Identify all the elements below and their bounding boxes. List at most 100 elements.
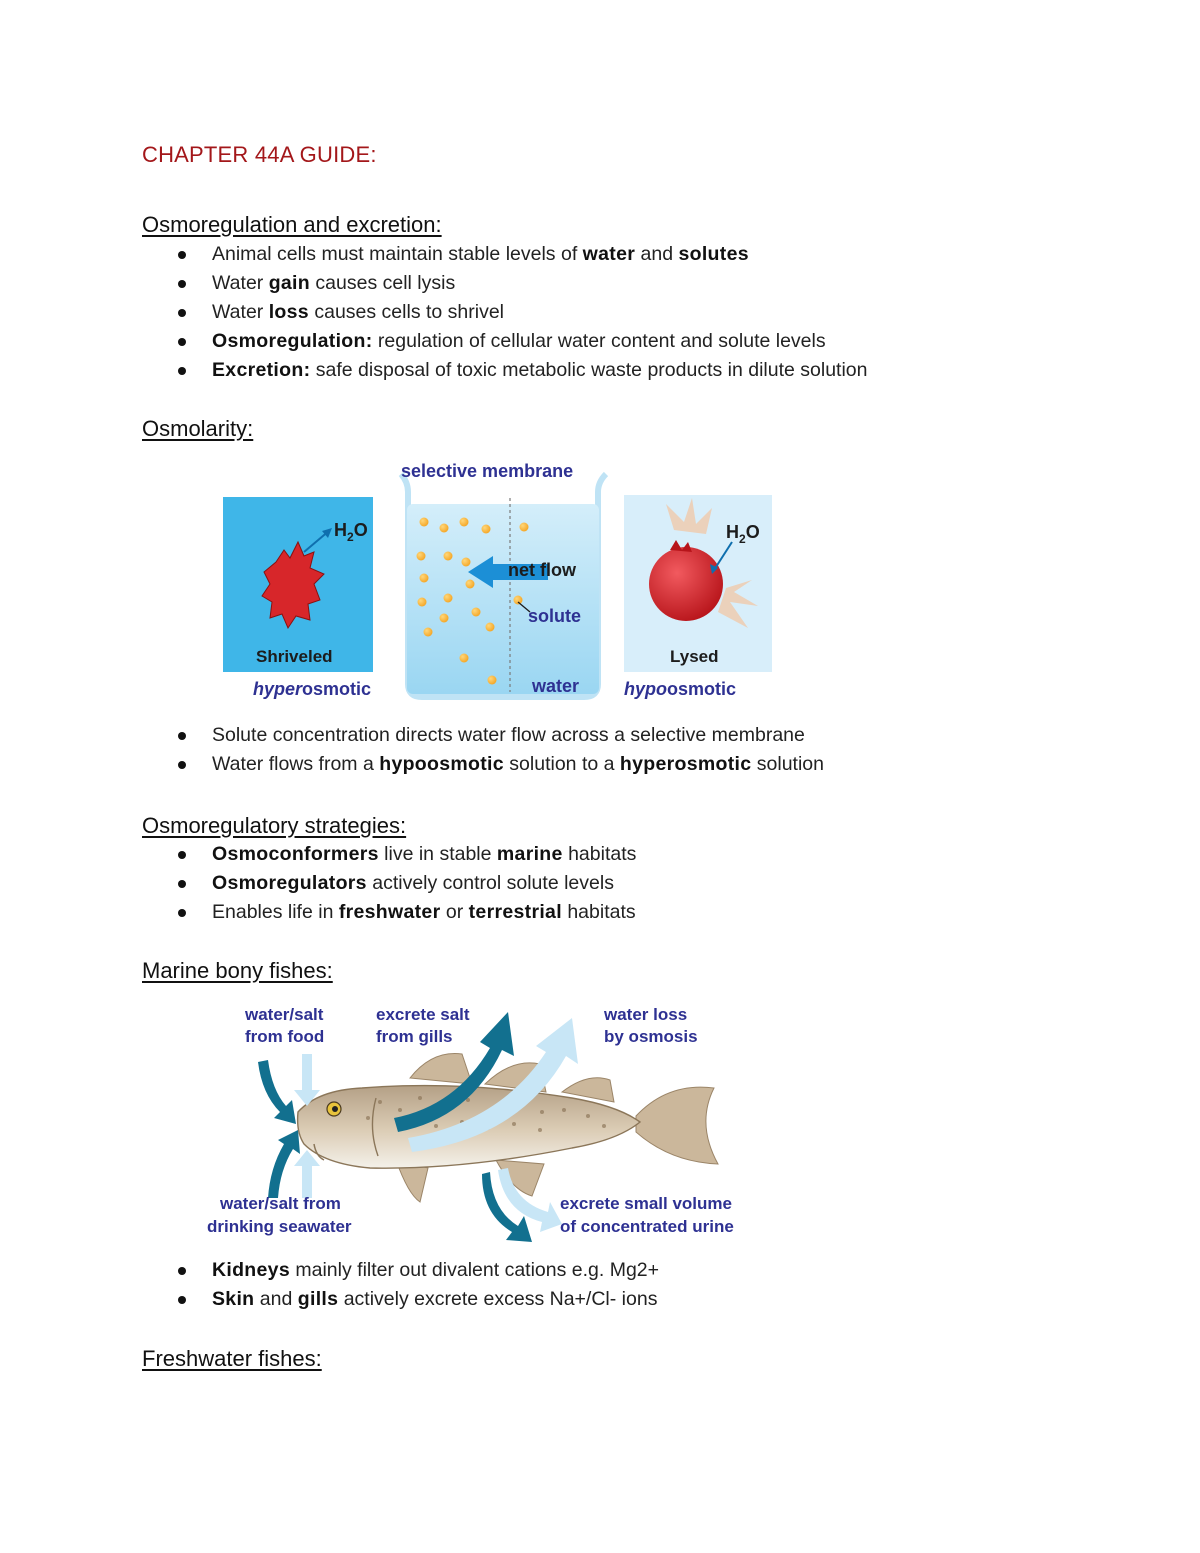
bullet-dot-icon xyxy=(178,280,186,288)
h2o-arrow-right xyxy=(713,541,733,571)
bold-term: gills xyxy=(297,1288,339,1310)
label-drink-1: water/salt from xyxy=(219,1194,341,1213)
h2o-left-o: O xyxy=(354,520,368,540)
hyperosmotic-label: hyperosmotic xyxy=(253,679,371,699)
bullet-dot-icon xyxy=(178,338,186,346)
bold-term: hypoosmotic xyxy=(379,753,504,775)
arrow-drink-dark xyxy=(268,1130,300,1198)
list-osmoregulation-excretion: Animal cells must maintain stable levels… xyxy=(170,240,868,385)
text-run: Water flows from a xyxy=(212,753,380,775)
list-item: Enables life in freshwater or terrestria… xyxy=(170,898,636,927)
label-drink-2: drinking seawater xyxy=(207,1217,352,1236)
bold-term: gain xyxy=(268,272,310,294)
arrow-osmosis xyxy=(408,1018,578,1152)
h2o-right-o: O xyxy=(746,522,760,542)
arrow-urine-dark xyxy=(482,1172,532,1242)
hypoosmotic-label: hypoosmotic xyxy=(624,679,736,699)
text-run: causes cell lysis xyxy=(310,272,456,294)
fin-tail xyxy=(635,1086,719,1165)
bold-term: Skin xyxy=(212,1288,255,1310)
h2o-right-h: H xyxy=(726,522,739,542)
arrow-food-dark xyxy=(258,1060,296,1124)
fin-dorsal-1 xyxy=(409,1053,473,1085)
bold-term: Kidneys xyxy=(212,1259,290,1281)
bold-term: water xyxy=(582,243,636,265)
bullet-dot-icon xyxy=(178,1296,186,1304)
heading-freshwater-fishes: Freshwater fishes: xyxy=(142,1346,322,1371)
bullet-dot-icon xyxy=(178,309,186,317)
svg-text:water/salt from drinking s: water/salt from drinking seawater xyxy=(207,1194,352,1236)
list-item: Water loss causes cells to shrivel xyxy=(170,298,868,327)
list-item: Skin and gills actively excrete excess N… xyxy=(170,1285,659,1314)
bold-term: solutes xyxy=(678,243,749,265)
lysed-label: Lysed xyxy=(670,647,719,666)
bullet-dot-icon xyxy=(178,851,186,859)
water-label: water xyxy=(531,676,579,696)
label-osmosis-2: by osmosis xyxy=(604,1027,698,1046)
text-run: Enables life in xyxy=(212,901,339,923)
fin-dorsal-3 xyxy=(560,1077,615,1103)
text-run: Animal cells must maintain stable levels… xyxy=(212,243,583,265)
svg-text:excrete salt from gills: excrete salt from gills xyxy=(376,1005,474,1046)
text-run: Water xyxy=(212,272,269,294)
lysed-cell xyxy=(649,547,723,621)
text-run: safe disposal of toxic metabolic waste p… xyxy=(310,359,868,381)
bullet-dot-icon xyxy=(178,251,186,259)
svg-text:water loss by osmosis: water loss by osmosis xyxy=(603,1005,698,1046)
bold-term: Osmoregulation: xyxy=(212,330,373,352)
list-item: Osmoregulation: regulation of cellular w… xyxy=(170,327,868,356)
label-food-1: water/salt xyxy=(244,1005,324,1024)
bold-term: hyperosmotic xyxy=(619,753,752,775)
text-run: Solute concentration directs water flow … xyxy=(212,724,805,746)
bold-term: loss xyxy=(268,301,309,323)
text-run: live in stable xyxy=(378,843,497,865)
solute-label: solute xyxy=(528,606,581,626)
text-run: solution to a xyxy=(503,753,620,775)
fish-barbel xyxy=(313,1143,325,1161)
svg-text:H2O: H2O xyxy=(334,520,368,544)
list-item: Kidneys mainly filter out divalent catio… xyxy=(170,1256,659,1285)
beaker-water xyxy=(407,504,599,694)
solute-dots xyxy=(416,517,529,685)
label-osmosis-1: water loss xyxy=(603,1005,687,1024)
list-item: Water gain causes cell lysis xyxy=(170,269,868,298)
heading-marine-bony-fishes: Marine bony fishes: xyxy=(142,958,333,983)
bold-term: Osmoregulators xyxy=(212,872,367,894)
text-run: regulation of cellular water content and… xyxy=(372,330,826,352)
list-marine-bony-fishes: Kidneys mainly filter out divalent catio… xyxy=(170,1256,659,1314)
label-urine-1: excrete small volume xyxy=(560,1194,732,1213)
text-run: or xyxy=(440,901,469,923)
text-run: solution xyxy=(751,753,824,775)
h2o-left-h: H xyxy=(334,520,347,540)
bullet-dot-icon xyxy=(178,732,186,740)
list-item: Osmoconformers live in stable marine hab… xyxy=(170,840,636,869)
arrow-food-light xyxy=(294,1054,320,1106)
shriveled-label: Shriveled xyxy=(256,647,333,666)
text-run: actively excrete excess Na+/Cl- ions xyxy=(338,1288,658,1310)
h2o-left-sub: 2 xyxy=(347,530,354,544)
label-urine-2: of concentrated urine xyxy=(560,1217,734,1236)
arrow-urine-light xyxy=(498,1168,562,1232)
list-osmolarity: Solute concentration directs water flow … xyxy=(170,721,824,779)
bold-term: Osmoconformers xyxy=(212,843,379,865)
bold-term: marine xyxy=(496,843,563,865)
beaker xyxy=(398,471,609,700)
svg-text:H2O: H2O xyxy=(726,522,760,546)
label-gills-1: excrete salt xyxy=(376,1005,470,1024)
heading-osmoregulatory-strategies: Osmoregulatory strategies: xyxy=(142,813,407,838)
arrow-gills xyxy=(394,1012,514,1132)
svg-text:excrete small volume of co: excrete small volume of concentrated uri… xyxy=(560,1194,737,1236)
list-osmoregulatory-strategies: Osmoconformers live in stable marine hab… xyxy=(170,840,636,927)
h2o-right-sub: 2 xyxy=(739,532,746,546)
text-run: habitats xyxy=(561,901,636,923)
text-run: Water xyxy=(212,301,269,323)
bullet-dot-icon xyxy=(178,761,186,769)
net-flow-label: net flow xyxy=(508,560,577,580)
list-item: Osmoregulators actively control solute l… xyxy=(170,869,636,898)
list-item: Solute concentration directs water flow … xyxy=(170,721,824,750)
text-run: causes cells to shrivel xyxy=(308,301,505,323)
osmolarity-figure: H2O Shriveled hyperosmotic selective mem… xyxy=(223,461,772,700)
list-item: Water flows from a hypoosmotic solution … xyxy=(170,750,824,779)
arrow-drink-light xyxy=(294,1150,320,1198)
text-run: mainly filter out divalent cations e.g. … xyxy=(289,1259,660,1281)
